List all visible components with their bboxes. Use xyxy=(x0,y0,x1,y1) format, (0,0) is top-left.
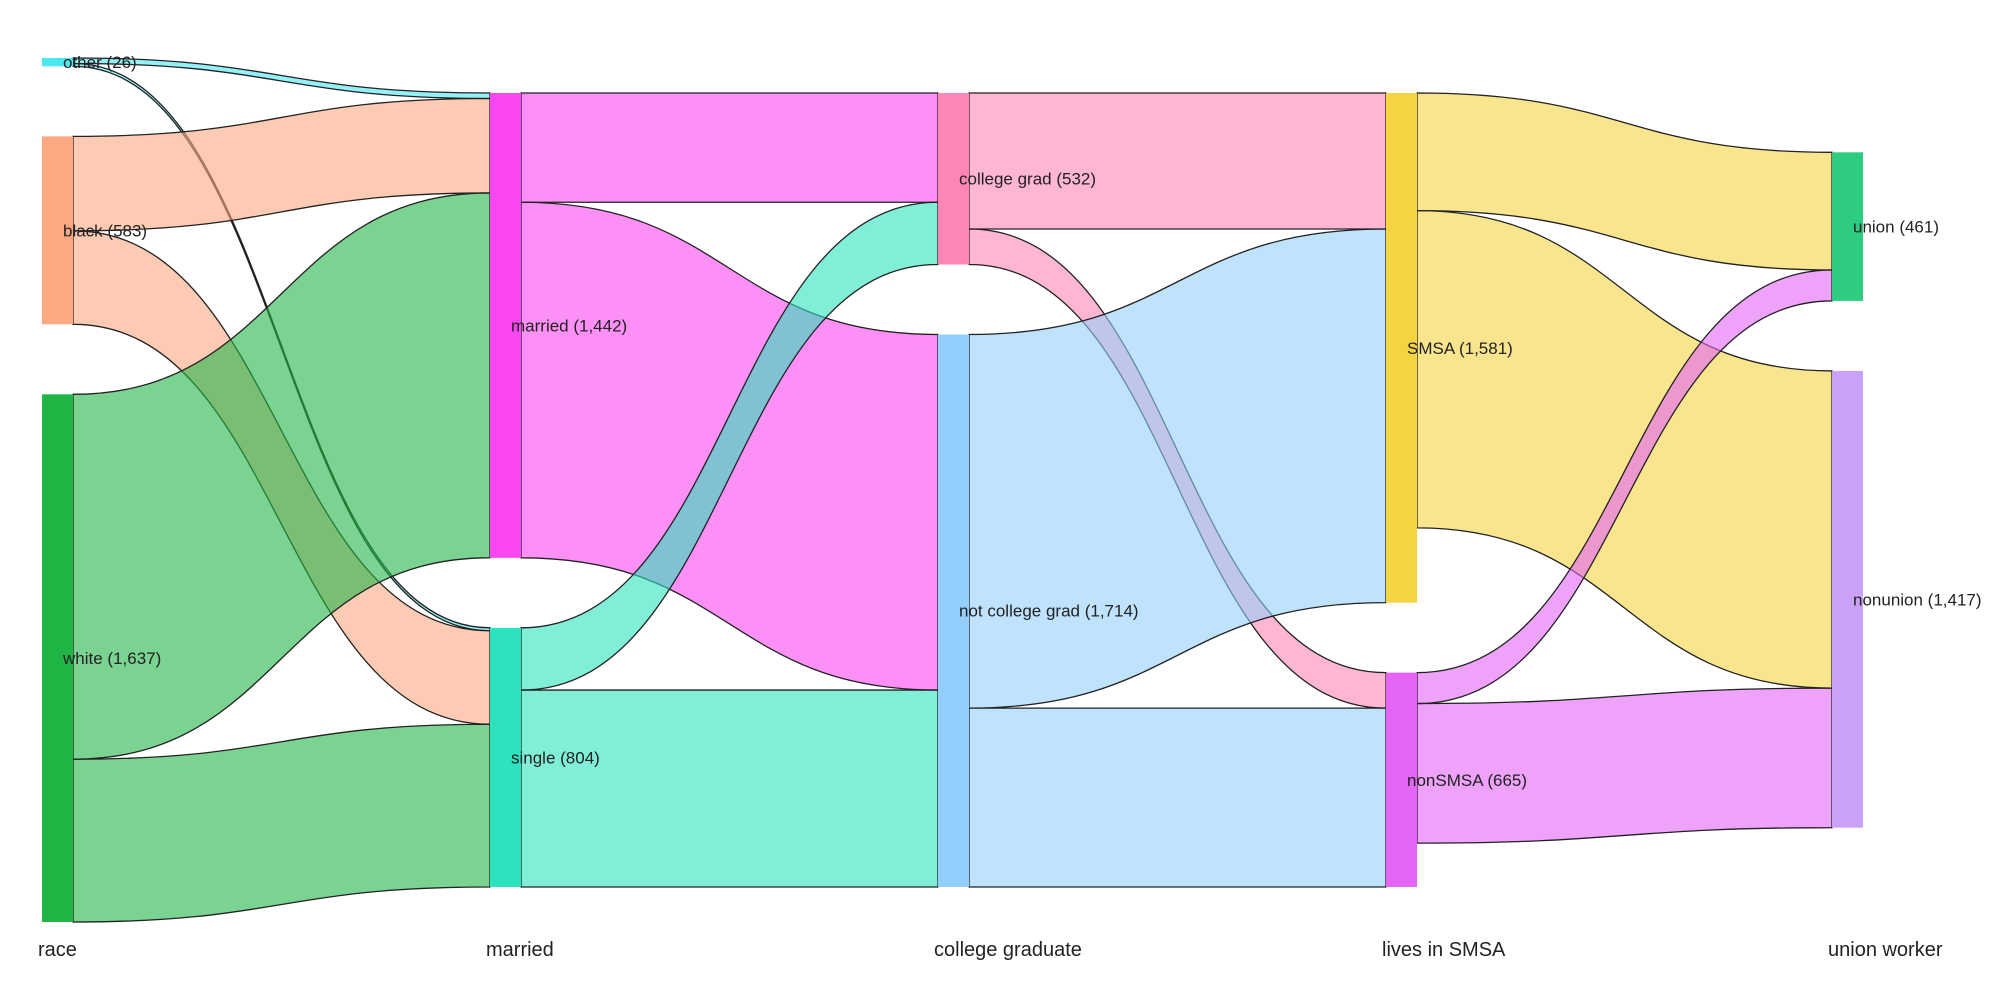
node-nonunion xyxy=(1832,370,1863,828)
column-label-smsa: lives in SMSA xyxy=(1382,939,1506,961)
link-smsa-to-nonunion xyxy=(1416,210,1833,689)
node-label-nonunion: nonunion (1,417) xyxy=(1853,590,1982,609)
nodes-layer xyxy=(42,58,1863,923)
node-label-married: married (1,442) xyxy=(511,316,627,335)
node-married xyxy=(490,93,521,558)
link-nonsmsa-to-nonunion xyxy=(1416,687,1833,844)
node-label-black: black (583) xyxy=(63,221,147,240)
node-notcollegegrad xyxy=(938,334,969,887)
labels-layer: other (26) black (583) white (1,637) marrie… xyxy=(38,53,1982,961)
column-label-college: college graduate xyxy=(934,939,1082,961)
link-single-to-collegegrad xyxy=(520,201,939,691)
node-smsa xyxy=(1386,93,1417,603)
node-black xyxy=(42,136,73,325)
node-label-notcollegegrad: not college grad (1,714) xyxy=(959,602,1139,621)
link-white-to-single xyxy=(72,723,491,923)
node-label-smsa: SMSA (1,581) xyxy=(1407,339,1513,358)
links-layer xyxy=(72,57,1833,923)
node-label-nonsmsa: nonSMSA (665) xyxy=(1407,771,1527,790)
node-label-collegegrad: college grad (532) xyxy=(959,170,1096,189)
link-notcollegegrad-to-smsa xyxy=(968,228,1387,709)
link-collegegrad-to-smsa xyxy=(968,92,1387,230)
link-white-to-married xyxy=(72,192,491,760)
node-collegegrad xyxy=(938,93,969,265)
node-label-other: other (26) xyxy=(63,53,137,72)
link-single-to-notcollegegrad xyxy=(520,689,939,888)
node-label-union: union (461) xyxy=(1853,218,1939,237)
node-other xyxy=(42,58,73,67)
node-white xyxy=(42,394,73,923)
node-label-white: white (1,637) xyxy=(62,649,161,668)
link-married-to-collegegrad xyxy=(520,92,939,203)
node-single xyxy=(490,627,521,887)
column-label-race: race xyxy=(38,939,77,961)
link-notcollegegrad-to-nonsmsa xyxy=(968,707,1387,888)
node-nonsmsa xyxy=(1386,672,1417,887)
node-union xyxy=(1832,152,1863,301)
node-label-single: single (804) xyxy=(511,748,600,767)
column-label-union: union worker xyxy=(1828,939,1943,961)
column-label-married: married xyxy=(486,939,554,961)
